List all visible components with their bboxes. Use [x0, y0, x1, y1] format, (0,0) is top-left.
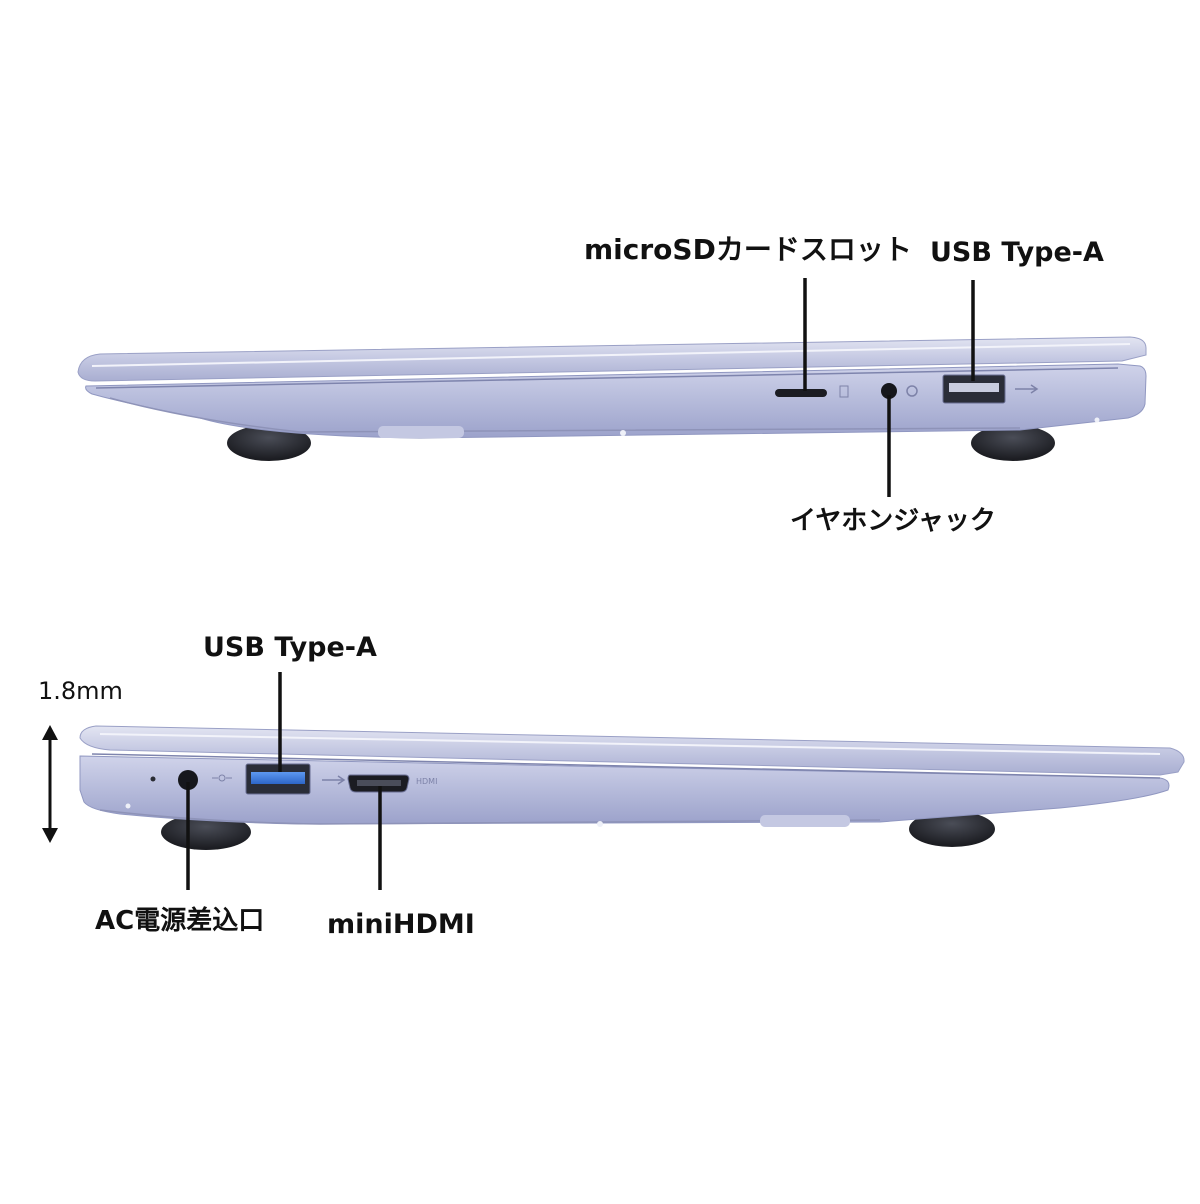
speaker-grille — [760, 815, 850, 827]
screw-mark-edge — [1094, 417, 1100, 423]
label-microsd-slot: microSDカードスロット — [584, 233, 912, 266]
lid-highlight — [99, 733, 1161, 755]
laptop-lid — [77, 336, 1147, 382]
usb-a-tongue — [949, 383, 999, 392]
lid-base-seam — [95, 367, 1119, 389]
rubber-foot-right — [971, 425, 1055, 461]
microsd-slot — [775, 389, 827, 397]
headphone-icon — [906, 385, 918, 397]
screw-mark — [597, 821, 603, 827]
screw-mark-edge — [125, 803, 131, 809]
label-mini-hdmi: miniHDMI — [327, 909, 475, 940]
microsd-icon — [839, 385, 849, 398]
rubber-foot-left — [161, 814, 251, 850]
rubber-foot-left — [227, 425, 311, 461]
rubber-foot-right — [909, 811, 995, 847]
usb3-blue-tongue — [251, 772, 305, 784]
label-usb-type-a-left: USB Type-A — [203, 632, 377, 663]
hdmi-mark: HDMI — [416, 777, 437, 786]
label-usb-type-a-right: USB Type-A — [930, 237, 1104, 268]
label-thickness: 1.8mm — [38, 677, 123, 705]
dc-power-icon — [212, 774, 232, 782]
thickness-arrow — [42, 725, 58, 843]
screw-mark — [620, 430, 626, 436]
dc-power-jack — [178, 770, 198, 790]
usb-icon — [1015, 384, 1039, 394]
laptop-right-side — [77, 278, 1147, 497]
hdmi-inner — [357, 780, 401, 786]
base-bottom-edge — [109, 397, 1021, 433]
laptop-left-side: HDMI — [42, 672, 1185, 890]
base-bottom-edge — [99, 809, 881, 825]
status-led — [150, 776, 156, 782]
usb-icon — [322, 775, 346, 785]
lid-highlight — [91, 343, 1131, 367]
lid-base-seam — [91, 753, 1161, 779]
label-ac-power-port: AC電源差込口 — [95, 906, 265, 936]
earphone-jack — [881, 383, 897, 399]
speaker-grille — [378, 426, 464, 438]
label-earphone-jack: イヤホンジャック — [790, 506, 996, 536]
